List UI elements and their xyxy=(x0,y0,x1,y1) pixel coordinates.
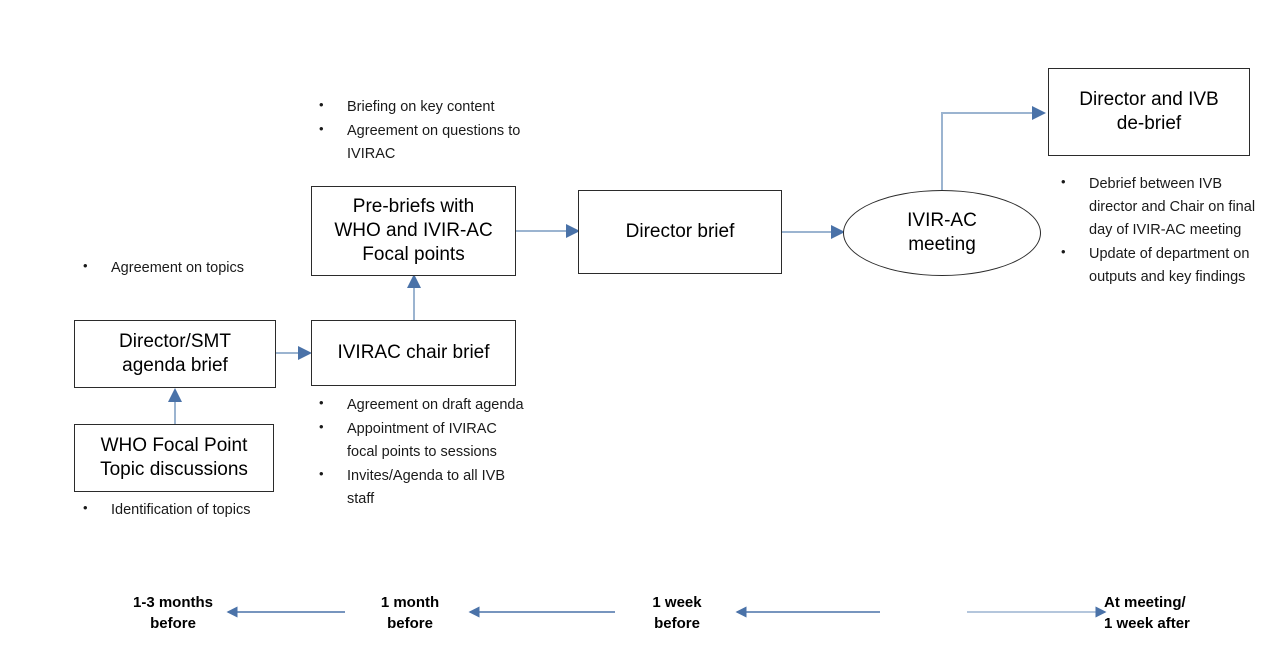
note-item: Invites/Agenda to all IVB staff xyxy=(316,464,531,511)
node-director-brief[interactable]: Director brief xyxy=(578,190,782,274)
timeline-label-1-week-before: 1 week before xyxy=(652,594,702,633)
note-debrief: Debrief between IVB director and Chair o… xyxy=(1058,172,1263,290)
node-ivir-ac-meeting[interactable]: IVIR-AC meeting xyxy=(843,190,1041,276)
note-item: Identification of topics xyxy=(80,498,290,522)
note-who-focal-point: Identification of topics xyxy=(80,498,290,523)
note-item: Agreement on topics xyxy=(80,256,290,280)
note-director-smt: Agreement on topics xyxy=(80,256,290,281)
node-pre-briefs[interactable]: Pre-briefs with WHO and IVIR-AC Focal po… xyxy=(311,186,516,276)
connector-meeting-to-debrief xyxy=(941,106,1046,190)
note-pre-briefs: Briefing on key content Agreement on que… xyxy=(316,95,531,167)
timeline-label-1-3-months-before: 1-3 months before xyxy=(132,594,213,633)
timeline-label-1-month-before: 1 month before xyxy=(380,594,440,633)
note-item: Debrief between IVB director and Chair o… xyxy=(1058,172,1263,242)
node-who-focal-point[interactable]: WHO Focal Point Topic discussions xyxy=(74,424,274,492)
timeline-label-at-meeting-1-week-after: At meeting/ 1 week after xyxy=(1104,594,1190,633)
node-ivirac-chair-brief[interactable]: IVIRAC chair brief xyxy=(311,320,516,386)
note-item: Appointment of IVIRAC focal points to se… xyxy=(316,417,531,464)
note-item: Update of department on outputs and key … xyxy=(1058,242,1263,289)
note-item: Briefing on key content xyxy=(316,95,531,119)
node-director-ivb-debrief[interactable]: Director and IVB de-brief xyxy=(1048,68,1250,156)
note-item: Agreement on questions to IVIRAC xyxy=(316,119,531,166)
note-item: Agreement on draft agenda xyxy=(316,393,531,417)
node-director-smt-agenda-brief[interactable]: Director/SMT agenda brief xyxy=(74,320,276,388)
note-ivirac-chair-brief: Agreement on draft agenda Appointment of… xyxy=(316,393,531,512)
